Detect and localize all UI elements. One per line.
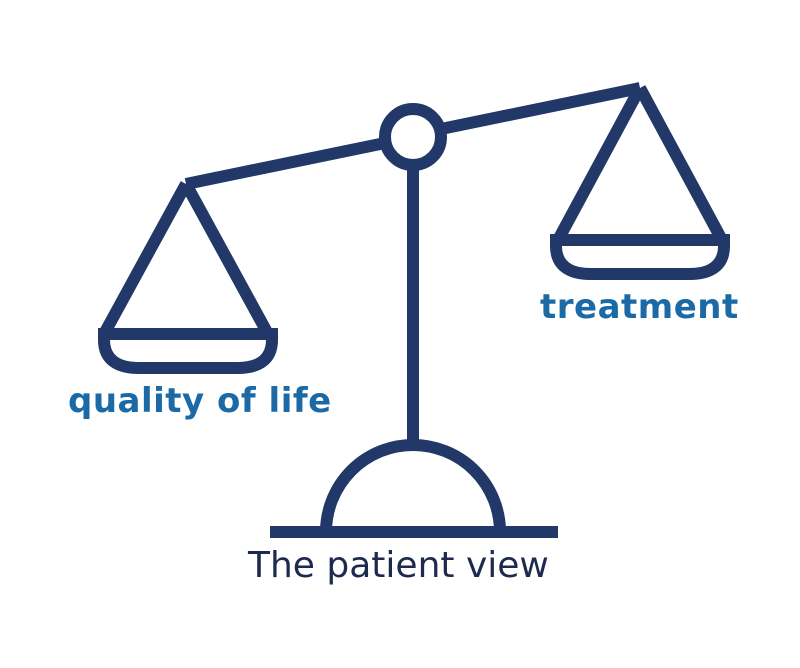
base-dome <box>320 439 506 533</box>
left-pan <box>98 328 278 374</box>
right-string-left <box>552 85 646 243</box>
left-pan-label: quality of life <box>68 381 332 421</box>
diagram-caption: The patient view <box>248 545 549 586</box>
left-string-right <box>180 181 274 337</box>
beam-right <box>439 82 642 135</box>
right-pan <box>550 234 730 280</box>
pivot-circle <box>379 103 447 171</box>
right-string-right <box>634 85 728 243</box>
left-string-left <box>98 181 192 337</box>
right-pan-label: treatment <box>540 287 739 327</box>
beam-left <box>184 137 387 190</box>
